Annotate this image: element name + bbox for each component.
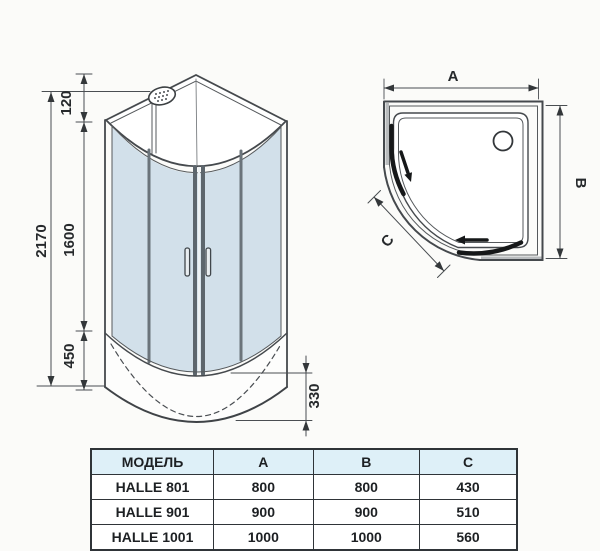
top-view-drawing: A B C <box>367 68 589 278</box>
col-header-c: C <box>419 448 518 475</box>
dimension-a: A <box>383 68 539 100</box>
col-header-model: МОДЕЛЬ <box>90 448 215 475</box>
dim-label-b: B <box>572 178 589 189</box>
value-a: 1000 <box>213 524 314 551</box>
value-c: 510 <box>419 499 518 525</box>
table-header-row: МОДЕЛЬ A B C <box>90 448 518 475</box>
dim-label-c: C <box>378 231 398 251</box>
value-a: 900 <box>213 499 314 525</box>
dimension-chain-left: 120 1600 450 <box>58 73 93 391</box>
value-b: 900 <box>312 499 421 525</box>
shower-head-nozzles <box>154 90 169 102</box>
value-c: 430 <box>419 474 518 500</box>
table-row: HALLE 1001 1000 1000 560 <box>90 524 518 551</box>
dimension-total-height: 2170 <box>33 91 151 387</box>
dimension-b: B <box>545 105 589 259</box>
table-row: HALLE 801 800 800 430 <box>90 474 518 500</box>
top-view-tray <box>392 112 529 249</box>
dim-label-2170: 2170 <box>33 224 50 257</box>
model-name: HALLE 1001 <box>90 524 215 551</box>
glass-doors <box>105 119 287 376</box>
dim-label-330: 330 <box>306 383 323 408</box>
value-b: 1000 <box>312 524 421 551</box>
shower-tray <box>104 332 288 423</box>
value-a: 800 <box>213 474 314 500</box>
dim-label-450: 450 <box>61 343 78 368</box>
front-view-drawing: 2170 120 1600 450 330 <box>33 73 323 437</box>
tray-inner-rim-dashed <box>110 343 282 417</box>
door-handle-right <box>205 247 212 277</box>
sliding-door-arcs <box>389 123 524 256</box>
table-row: HALLE 901 900 900 510 <box>90 499 518 525</box>
dimension-tray-front: 330 <box>230 355 323 437</box>
model-dimensions-table: МОДЕЛЬ A B C HALLE 801 800 800 430 HALLE… <box>90 448 518 551</box>
door-direction-arrows <box>399 150 489 245</box>
value-c: 560 <box>419 524 518 551</box>
dim-label-a: A <box>448 68 459 85</box>
size-table: МОДЕЛЬ A B C HALLE 801 800 800 430 HALLE… <box>90 448 518 551</box>
dim-label-1600: 1600 <box>61 223 78 256</box>
model-name: HALLE 901 <box>90 499 215 525</box>
value-b: 800 <box>312 474 421 500</box>
shower-head-icon <box>147 86 177 155</box>
col-header-b: B <box>312 448 421 475</box>
cabin-side-frames <box>104 119 288 388</box>
dim-label-120: 120 <box>58 90 75 115</box>
drawing-canvas: 2170 120 1600 450 330 <box>33 68 589 437</box>
drain-icon <box>492 130 514 152</box>
model-name: HALLE 801 <box>90 474 215 500</box>
col-header-a: A <box>213 448 314 475</box>
door-handle-left <box>184 247 191 277</box>
